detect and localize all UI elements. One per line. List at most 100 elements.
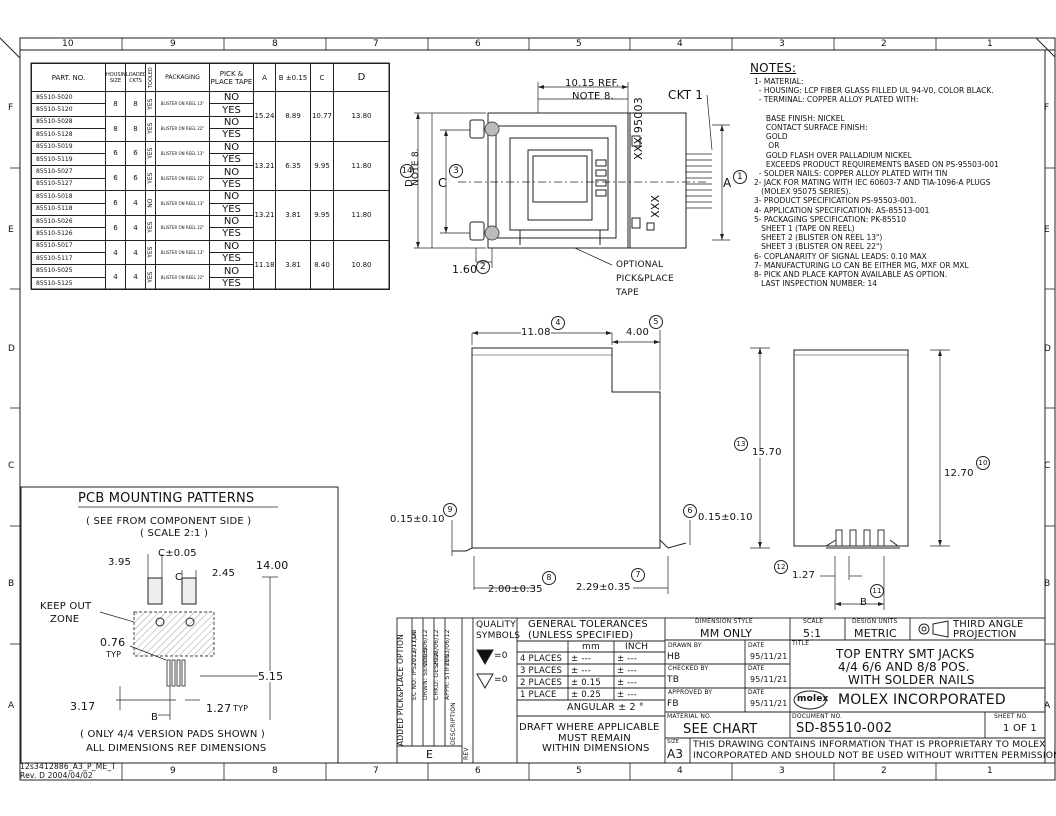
table-cell-ckts: 6 bbox=[125, 165, 146, 192]
table-cell-pn: 85510-5018 bbox=[31, 190, 106, 204]
note-line: CONTACT SURFACE FINISH: bbox=[754, 122, 868, 132]
zone-bottom-6: 6 bbox=[475, 766, 481, 776]
table-cell-tooled: YES bbox=[145, 116, 156, 142]
zone-bottom-2: 2 bbox=[881, 766, 887, 776]
zone-bottom-1: 1 bbox=[987, 766, 993, 776]
zone-right-F: F bbox=[1044, 103, 1050, 113]
table-cell-tape: YES bbox=[209, 103, 254, 117]
approved-by-label: APPROVED BY bbox=[668, 689, 713, 696]
title-line-3: WITH SOLDER NAILS bbox=[848, 673, 975, 687]
dim-160: 1.60 bbox=[452, 263, 478, 276]
header-c: C bbox=[310, 63, 334, 92]
zone-top-7: 7 bbox=[373, 39, 379, 49]
zone-right-C: C bbox=[1044, 461, 1051, 471]
note-line: SHEET 2 (BLISTER ON REEL 13") bbox=[754, 233, 883, 243]
zone-top-8: 8 bbox=[272, 39, 278, 49]
note-line: SHEET 1 (TAPE ON REEL) bbox=[754, 224, 855, 233]
table-cell-tooled: YES bbox=[145, 91, 156, 117]
company-name: MOLEX INCORPORATED bbox=[838, 692, 1006, 708]
rev-date-1: 2012/11/23 bbox=[411, 629, 418, 666]
keep-out-label-1: KEEP OUT bbox=[40, 601, 92, 612]
header-b: B ±0.15 bbox=[275, 63, 311, 92]
table-cell-size: 6 bbox=[105, 190, 126, 216]
table-cell-ckts: 4 bbox=[125, 239, 146, 266]
size-value: A3 bbox=[667, 747, 684, 761]
pcb-dim-c: C bbox=[175, 572, 183, 583]
table-cell-size: 6 bbox=[105, 165, 126, 192]
table-cell-size: 6 bbox=[105, 140, 126, 167]
optional-label-2: PICK&PLACE bbox=[616, 274, 674, 284]
header-loaded-ckts: LOADED CKTS bbox=[125, 63, 146, 92]
note-line: 2- JACK FOR MATING WITH IEC 60603-7 AND … bbox=[754, 178, 991, 188]
table-cell-size: 4 bbox=[105, 264, 126, 291]
zone-right-D: D bbox=[1044, 344, 1052, 354]
tol-inch-4: ± --- bbox=[617, 654, 638, 664]
pcb-subtitle-2: ( SCALE 2:1 ) bbox=[140, 528, 209, 539]
header-tooled: TOOLED bbox=[145, 63, 156, 92]
table-cell-size: 8 bbox=[105, 91, 126, 117]
tol-inch-3: ± --- bbox=[617, 666, 638, 676]
note8-top: NOTE 8. bbox=[572, 91, 614, 102]
dim-b-end: B bbox=[860, 597, 868, 608]
proprietary-2: INCORPORATED AND SHOULD NOT BE USED WITH… bbox=[693, 750, 1056, 761]
rev-date-3: 2013/06/12 bbox=[433, 629, 440, 666]
pcb-dim-5-15: 5.15 bbox=[258, 670, 284, 683]
tol-inch-1: ± --- bbox=[617, 690, 638, 700]
table-cell-pn: 85510-5118 bbox=[31, 202, 106, 216]
table-cell-ckts: 8 bbox=[125, 115, 146, 142]
dim-0-15-left: 0.15±0.10 bbox=[390, 514, 445, 525]
table-cell-tape: NO bbox=[209, 239, 254, 254]
table-cell-pn: 85510-5125 bbox=[31, 276, 106, 291]
package-marking-2: XXX bbox=[649, 194, 662, 218]
drawn-by-value: HB bbox=[667, 652, 681, 662]
molex-logo: molex bbox=[797, 694, 829, 704]
header-d: D bbox=[333, 63, 390, 92]
tol-mm-2: ± 0.15 bbox=[571, 678, 601, 688]
table-cell-D: 11.80 bbox=[333, 190, 390, 241]
date-label-3: DATE bbox=[748, 689, 765, 696]
dim-a-label: A bbox=[723, 176, 732, 190]
tol-4-places: 4 PLACES bbox=[520, 654, 563, 664]
quality-label-2: SYMBOLS bbox=[476, 631, 521, 641]
tol-mm-4: ± --- bbox=[571, 654, 592, 664]
table-cell-pn: 85510-5017 bbox=[31, 239, 106, 254]
rev-date-2: 2013/06/12 bbox=[422, 629, 429, 666]
zone-bottom-8: 8 bbox=[272, 766, 278, 776]
table-cell-B: 3.81 bbox=[275, 190, 311, 241]
table-cell-tooled: NO bbox=[145, 190, 156, 216]
pcb-dim-b: B bbox=[151, 712, 159, 723]
table-cell-tape: YES bbox=[209, 177, 254, 192]
table-cell-tape: NO bbox=[209, 264, 254, 278]
zone-top-3: 3 bbox=[779, 39, 785, 49]
table-cell-tape: NO bbox=[209, 190, 254, 204]
optional-label-3: TAPE bbox=[616, 288, 639, 298]
table-cell-tooled: YES bbox=[145, 215, 156, 241]
table-cell-A: 15.24 bbox=[253, 91, 276, 142]
units-label: DESIGN UNITS bbox=[852, 618, 898, 625]
zone-bottom-5: 5 bbox=[576, 766, 582, 776]
note-line: OR bbox=[754, 141, 780, 151]
note-line: GOLD bbox=[754, 132, 788, 142]
table-cell-pkg: BLISTER ON REEL 13" bbox=[155, 91, 210, 117]
dim-12-70: 12.70 bbox=[944, 468, 974, 479]
table-cell-tooled: YES bbox=[145, 165, 156, 191]
pcb-subtitle-1: ( SEE FROM COMPONENT SIDE ) bbox=[86, 516, 252, 527]
package-marking: XXX 95003 bbox=[632, 97, 645, 160]
tol-mm-3: ± --- bbox=[571, 666, 592, 676]
document-number: SD-85510-002 bbox=[796, 721, 893, 736]
table-cell-tape: NO bbox=[209, 140, 254, 154]
draft-note-2: MUST REMAIN bbox=[558, 733, 631, 744]
checked-by-label: CHECKED BY bbox=[668, 665, 709, 672]
projection-1: THIRD ANGLE bbox=[953, 619, 1024, 630]
sheet-label: SHEET NO. bbox=[994, 713, 1029, 720]
bubble-3: 3 bbox=[449, 164, 463, 178]
zone-bottom-3: 3 bbox=[779, 766, 785, 776]
draft-note-1: DRAFT WHERE APPLICABLE bbox=[519, 722, 660, 733]
tol-angular: ANGULAR ± 2 ° bbox=[567, 702, 644, 713]
file-info-2: Rev. D 2004/04/02 bbox=[20, 771, 93, 780]
table-cell-tooled: YES bbox=[145, 240, 156, 265]
note-line: - SOLDER NAILS: COPPER ALLOY PLATED WITH… bbox=[754, 168, 948, 178]
